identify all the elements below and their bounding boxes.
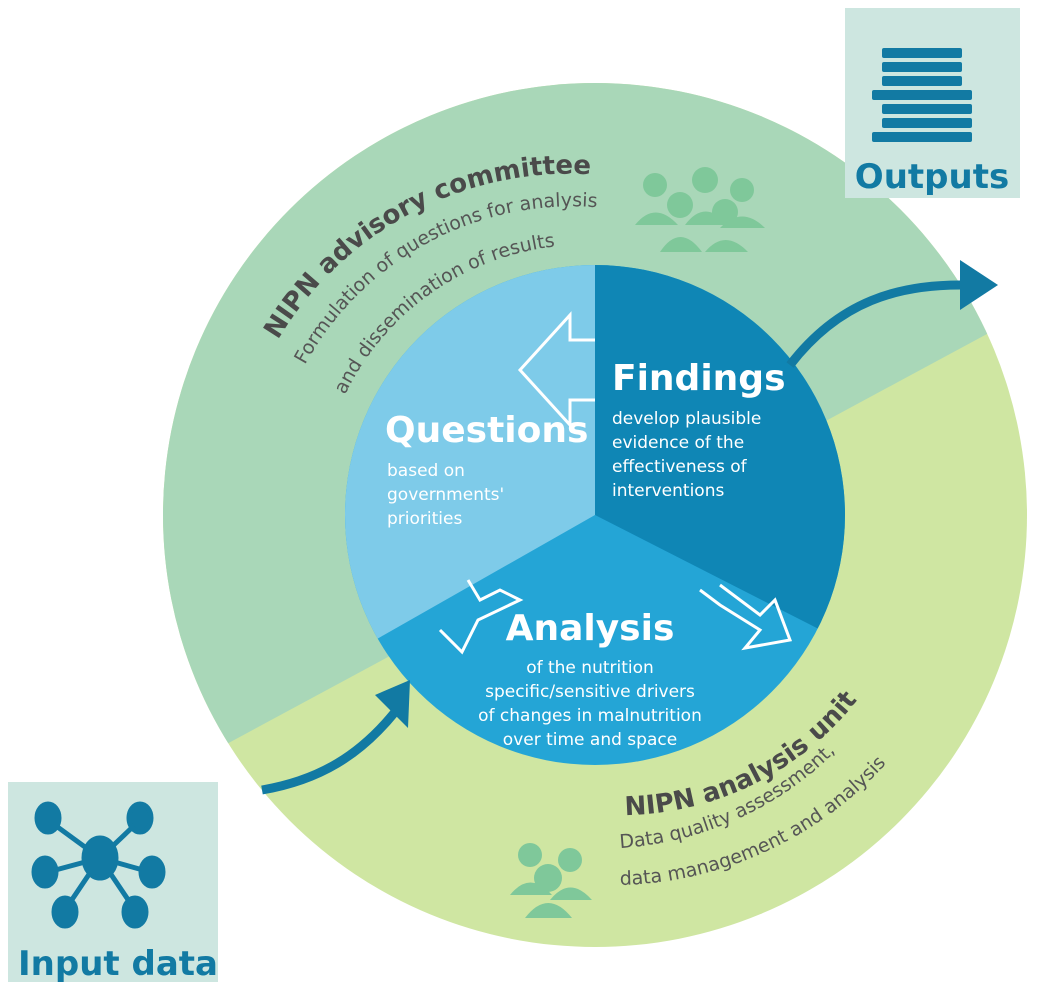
findings-line: develop plausible	[612, 409, 761, 429]
findings-to-questions-arrow	[517, 311, 595, 429]
outputs-label: Outputs	[855, 157, 1009, 197]
questions-line: priorities	[387, 509, 462, 529]
analysis-to-findings-arrow	[699, 583, 793, 651]
questions-segment	[345, 265, 595, 660]
findings-line: effectiveness of	[612, 457, 748, 477]
analysis-line: of the nutrition	[526, 658, 654, 678]
input-data-label: Input data	[18, 944, 218, 983]
analysis-line: of changes in malnutrition	[478, 706, 702, 726]
analysis-text: Analysis of the nutrition specific/sensi…	[478, 608, 702, 750]
findings-line: evidence of the	[612, 433, 744, 453]
findings-line: interventions	[612, 481, 724, 501]
questions-line: based on	[387, 461, 465, 481]
books-icon	[872, 48, 972, 142]
input-arrowhead	[375, 680, 410, 728]
questions-title: Questions	[385, 410, 588, 451]
database-network-icon	[31, 801, 166, 929]
committee-people-icon	[635, 167, 765, 252]
cycle-arrows	[438, 311, 793, 655]
input-arrow	[261, 709, 399, 795]
output-arrow	[786, 280, 961, 368]
questions-line: governments'	[387, 485, 504, 505]
findings-title: Findings	[612, 358, 786, 399]
outputs-box: Outputs	[845, 8, 1020, 198]
analysis-title: Analysis	[506, 608, 675, 649]
questions-to-analysis-arrow	[438, 579, 524, 655]
questions-text: Questions based on governments' prioriti…	[385, 410, 588, 529]
analysis-line: specific/sensitive drivers	[485, 682, 695, 702]
findings-text: Findings develop plausible evidence of t…	[612, 358, 786, 501]
input-data-box: Input data	[8, 782, 218, 983]
inner-circle	[345, 265, 845, 765]
output-arrowhead	[960, 260, 998, 310]
analysis-unit-people-icon	[510, 843, 592, 918]
analysis-line: over time and space	[503, 730, 677, 750]
